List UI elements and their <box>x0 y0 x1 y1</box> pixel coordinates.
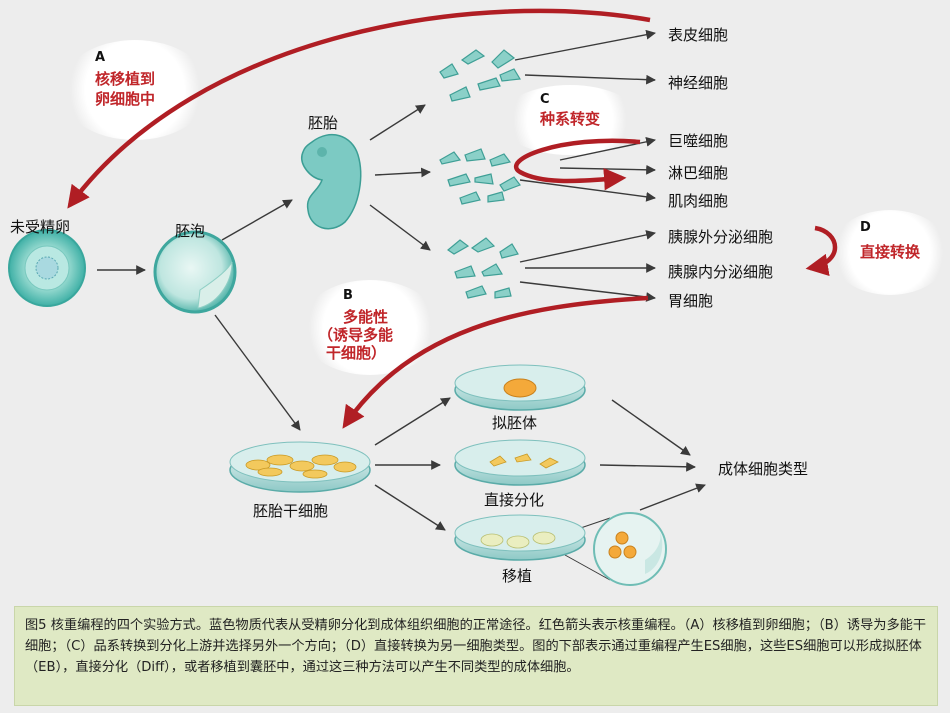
annotation-b-glow <box>300 280 440 375</box>
red-arrow-d <box>805 225 838 277</box>
label-nerve: 神经细胞 <box>668 74 729 92</box>
diagram-graphics <box>8 8 838 586</box>
arrow-es-transplant <box>374 484 446 531</box>
label-macrophage: 巨噬细胞 <box>668 132 729 150</box>
red-arrow-a <box>67 8 651 209</box>
arrow-to-stomach <box>519 281 656 302</box>
figure-caption: 图5 核重编程的四个实验方式。蓝色物质代表从受精卵分化到成体组织细胞的正常途径。… <box>14 606 938 706</box>
annotation-d-glow <box>830 210 950 295</box>
annotation-b-line3: 干细胞） <box>326 344 387 362</box>
label-direct-diff: 直接分化 <box>484 491 545 509</box>
label-blastocyst: 胚泡 <box>175 222 206 240</box>
arrow-to-nerve <box>524 74 656 85</box>
label-embryoid: 拟胚体 <box>492 414 538 432</box>
annotation-b-line2: （诱导多能 <box>318 326 394 344</box>
annotation-b-letter: B <box>343 288 353 303</box>
arrow-transplant-adult <box>639 483 706 511</box>
mesoderm-cells <box>439 148 521 205</box>
annotation-a-glow <box>60 40 210 140</box>
annotation-a-letter: A <box>95 50 106 65</box>
label-muscle: 肌肉细胞 <box>668 192 729 210</box>
label-adult-types: 成体细胞类型 <box>718 460 809 478</box>
embryo <box>301 133 362 230</box>
annotation-a-line2: 卵细胞中 <box>95 90 156 108</box>
unfertilized-egg <box>8 229 86 307</box>
ectoderm-cells <box>439 49 521 102</box>
label-transplant: 移植 <box>502 567 533 585</box>
arrow-to-exocrine <box>519 230 656 263</box>
arrow-embryo-ecto <box>369 104 426 141</box>
label-epidermal: 表皮细胞 <box>668 26 729 44</box>
arrow-blastocyst-es <box>214 314 301 431</box>
annotation-a-line1: 核移植到 <box>95 70 156 88</box>
label-embryo: 胚胎 <box>308 114 339 132</box>
endoderm-cells <box>446 237 519 299</box>
annotation-d-letter: D <box>860 220 871 235</box>
label-lymphocyte: 淋巴细胞 <box>668 164 729 182</box>
annotation-c-letter: C <box>540 92 550 107</box>
annotation-b-line1: 多能性 <box>343 308 389 326</box>
red-arrow-b <box>342 295 649 429</box>
annotation-d-line1: 直接转换 <box>860 243 921 261</box>
embryoid-dish <box>454 364 586 411</box>
arrow-blastocyst-embryo <box>221 199 293 241</box>
label-pancreas-endocrine: 胰腺内分泌细胞 <box>668 263 774 281</box>
arrow-to-epidermal <box>514 29 656 61</box>
direct-diff-dish <box>454 439 586 486</box>
blastocyst <box>153 230 237 314</box>
blastocyst-inset <box>593 512 667 586</box>
label-es-cells: 胚胎干细胞 <box>253 502 329 520</box>
label-unfertilized-egg: 未受精卵 <box>10 218 71 236</box>
arrow-to-muscle <box>519 179 656 202</box>
label-stomach: 胃细胞 <box>668 292 714 310</box>
arrow-es-embryoid <box>374 397 451 446</box>
red-arrow-c <box>513 138 641 191</box>
annotation-c-line1: 种系转变 <box>540 110 601 128</box>
transplant-dish <box>454 514 586 561</box>
label-pancreas-exocrine: 胰腺外分泌细胞 <box>668 228 774 246</box>
arrow-embryo-meso <box>374 167 431 178</box>
arrow-embryo-endo <box>369 204 431 251</box>
es-cell-dish <box>229 441 371 493</box>
arrow-direct-adult <box>599 461 696 472</box>
arrow-to-lymphocyte <box>559 164 656 175</box>
arrow-embryoid-adult <box>611 399 691 456</box>
